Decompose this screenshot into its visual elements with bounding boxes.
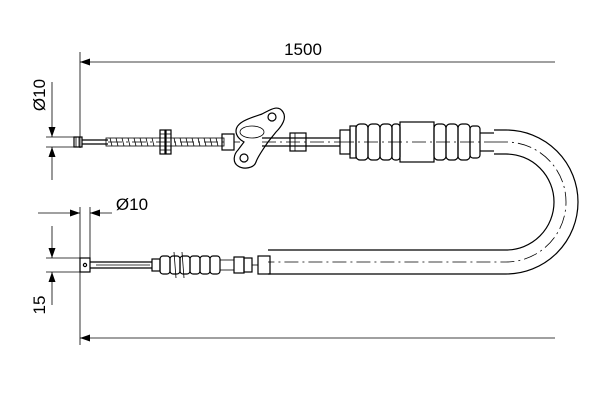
length-dimension-bottom [79, 272, 555, 345]
offset-dimension: 15 [30, 226, 90, 314]
diameter-bottom-label: Ø10 [116, 195, 148, 214]
length-dimension-top: 1500 [79, 40, 555, 148]
diameter-dimension-top: Ø10 [30, 79, 82, 180]
upper-bellows [339, 121, 494, 163]
conduit-bend [268, 129, 579, 275]
upper-inner-wire [262, 132, 340, 152]
diameter-top-label: Ø10 [30, 79, 49, 111]
upper-cable-end [73, 129, 240, 155]
diameter-dimension-bottom: Ø10 [38, 195, 148, 258]
offset-label: 15 [30, 296, 49, 315]
length-label: 1500 [284, 40, 322, 59]
lower-cable-end [79, 251, 271, 279]
mounting-bracket [233, 107, 286, 169]
